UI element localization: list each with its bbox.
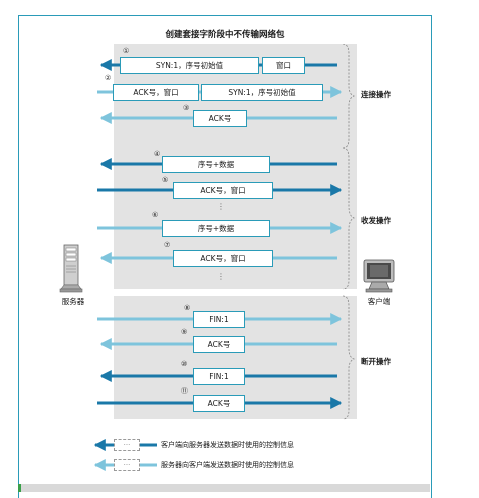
packet-6-field-data: 序号+数据 [162, 220, 270, 237]
packet-1-field-syn: SYN:1，序号初始值 [120, 57, 259, 74]
step-number: ③ [183, 104, 190, 112]
server-label: 服务器 [61, 297, 85, 306]
packet-3-field-ack: ACK号 [193, 110, 247, 127]
packet-5-field-ack: ACK号，窗口 [173, 182, 273, 199]
packet-2-field-syn: SYN:1，序号初始值 [201, 84, 323, 101]
packet-2-field-ack: ACK号，窗口 [113, 84, 199, 101]
diagram-frame: 创建套接字阶段中不传输网络包 [18, 15, 432, 498]
phase-label-disconnect: 断开操作 [361, 357, 391, 366]
step-number: ⑥ [152, 211, 159, 219]
step-number: ④ [154, 150, 161, 158]
step-number: ⑧ [184, 304, 191, 312]
diagram-title: 创建套接字阶段中不传输网络包 [165, 30, 285, 40]
phase-braces [342, 44, 356, 420]
packet-10-field-fin: FIN:1 [193, 368, 245, 385]
step-number: ⑨ [181, 328, 188, 336]
packet-1-field-window: 窗口 [262, 57, 305, 74]
step-number: ⑩ [181, 360, 188, 368]
client-computer-icon [363, 259, 395, 293]
phase-label-connect: 连接操作 [361, 90, 391, 99]
step-number: ① [123, 47, 130, 55]
packet-4-field-data: 序号+数据 [162, 156, 270, 173]
packet-8-field-fin: FIN:1 [193, 311, 245, 328]
packet-9-field-ack: ACK号 [193, 336, 245, 353]
legend-text-server-to-client: 服务器向客户端发送数据时使用的控制信息 [161, 461, 294, 469]
legend-box-server-to-client: ··· [114, 459, 140, 471]
client-label: 客户端 [367, 297, 391, 306]
legend-box-client-to-server: ··· [114, 439, 140, 451]
server-icon [59, 244, 83, 293]
step-number: ⑪ [181, 387, 188, 395]
ellipsis: ⋮ [217, 272, 225, 281]
ellipsis: ⋮ [217, 202, 225, 211]
phase-label-transfer: 收发操作 [361, 216, 391, 225]
step-number: ⑤ [162, 176, 169, 184]
packet-11-field-ack: ACK号 [193, 395, 245, 412]
step-number: ⑦ [164, 241, 171, 249]
figure-caption-bar [18, 484, 430, 492]
packet-7-field-ack: ACK号，窗口 [173, 250, 273, 267]
step-number: ② [105, 74, 112, 82]
caption-accent [18, 484, 21, 492]
legend-text-client-to-server: 客户端向服务器发送数据时使用的控制信息 [161, 441, 294, 449]
